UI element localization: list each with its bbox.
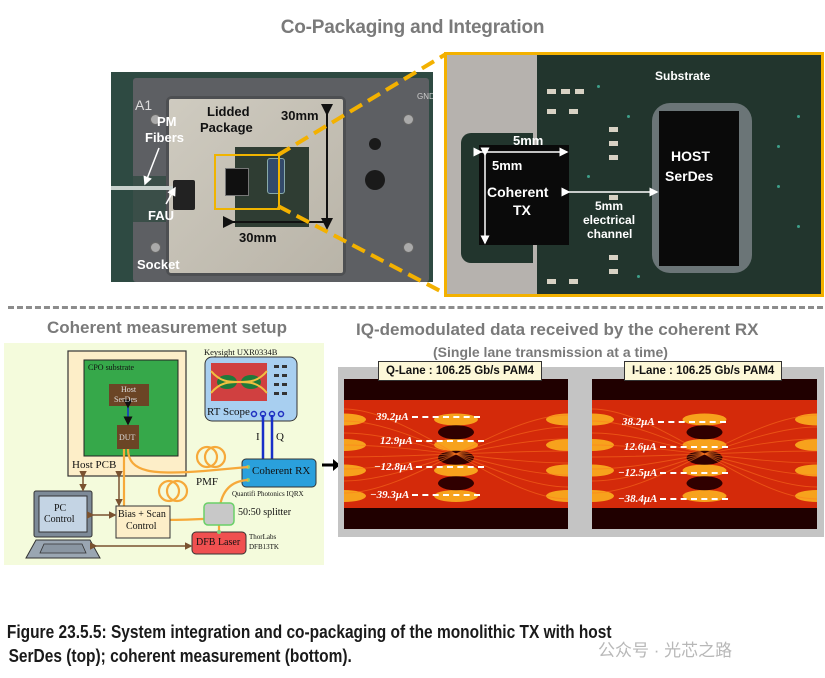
splitter-box [203, 502, 235, 526]
i-label: I [256, 431, 260, 443]
label-electrical: electrical [583, 213, 636, 227]
measurement-setup-diagram: Keysight UXR0334B RT Scope CPO substrate… [4, 343, 324, 565]
pointer-fau [165, 186, 176, 205]
eye-diagram-panel: Q-Lane : 106.25 Gb/s PAM4 39.2μA 12.9μA … [338, 361, 824, 537]
figure-caption: Figure 23.5.5: System integration and co… [0, 620, 710, 668]
mount-hole [365, 170, 385, 190]
label-tx-width: 5mm [513, 133, 544, 148]
screw-icon [150, 242, 161, 253]
label-substrate: Substrate [655, 69, 711, 83]
watermark: 公众号 · 光芯之路 [598, 641, 733, 660]
coherent-tx-die [479, 145, 569, 245]
coherent-rx-label: Coherent RX [252, 465, 311, 477]
label-coherent: Coherent [487, 184, 549, 200]
eye-diagram-i-lane [592, 379, 817, 529]
section-title-co-packaging: Co-Packaging and Integration [280, 17, 545, 38]
coherent-rx-box [241, 458, 317, 488]
pc-label: PC [54, 503, 67, 514]
dfb-laser-label: DFB Laser [196, 537, 241, 548]
host-pcb-label: Host PCB [72, 459, 117, 471]
label-a1: A1 [135, 97, 153, 113]
i-level-1: 38.2μA [622, 416, 726, 428]
section-divider [8, 306, 823, 309]
pmf-label: PMF [196, 476, 219, 488]
die-dimension-arrows [473, 147, 659, 245]
i-level-3: −12.5μA [618, 467, 729, 479]
q-level-4: −39.3μA [370, 489, 481, 501]
label-channel-length: 5mm [595, 199, 624, 213]
label-lidded: Lidded [207, 104, 250, 119]
bias-control-label: Control [126, 521, 157, 532]
rx-vendor-label: Quantifi Photonics IQRX [232, 490, 304, 498]
dut-label: DUT [119, 433, 136, 442]
eye-label-i-lane: I-Lane : 106.25 Gb/s PAM4 [624, 361, 783, 381]
pc-control-label: Control [44, 514, 75, 525]
scope-model: Keysight UXR0334B [204, 347, 278, 357]
laser-vendor-label: ThorLabs [249, 533, 277, 541]
label-channel: channel [587, 227, 633, 241]
serdes-label: SerDes [114, 395, 138, 404]
section-title-setup: Coherent measurement setup [47, 318, 287, 337]
dimension-arrows [143, 104, 333, 230]
rx-output-arrow [322, 459, 340, 471]
q-level-1: 39.2μA [376, 411, 480, 423]
bias-scan-box [115, 505, 171, 539]
tx-die [225, 168, 249, 196]
label-socket: Socket [137, 257, 180, 272]
eye-label-q-lane: Q-Lane : 106.25 Gb/s PAM4 [378, 361, 543, 381]
label-fau: FAU [148, 208, 174, 223]
label-package: Package [200, 120, 253, 135]
bias-scan-label: Bias + Scan [118, 509, 166, 520]
q-level-3: −12.8μA [374, 461, 485, 473]
splitter-label: 50:50 splitter [238, 507, 292, 518]
socket-photo: A1 PM Fibers FAU Socket Lidded Package 3… [111, 72, 433, 282]
q-label: Q [276, 431, 284, 443]
label-fibers: Fibers [145, 130, 185, 145]
host-label: Host [121, 385, 137, 394]
fau-block [173, 180, 195, 210]
label-dim-horizontal: 30mm [239, 230, 277, 245]
label-pm: PM [157, 114, 177, 129]
zoom-highlight-box [214, 154, 280, 210]
host-serdes-die [267, 158, 285, 194]
laser-model-label: DFB13TK [249, 543, 279, 551]
i-level-2: 12.6μA [624, 441, 728, 453]
caption-line-2: SerDes (top); coherent measurement (bott… [8, 646, 352, 666]
eye-diagram-q-lane [344, 379, 568, 529]
screw-icon [150, 114, 161, 125]
die-closeup-photo: Substrate 5mm 5mm Coherent TX HOST SerDe… [444, 52, 824, 297]
pointer-pm-fibers [143, 147, 160, 186]
label-host: HOST [671, 148, 710, 164]
section-subtitle-iq: (Single lane transmission at a time) [433, 344, 668, 360]
section-title-iq: IQ-demodulated data received by the cohe… [356, 320, 759, 339]
host-serdes-chip [659, 111, 739, 266]
host-serdes-box [109, 384, 149, 406]
pm-fibers [111, 186, 173, 190]
label-serdes: SerDes [665, 168, 714, 184]
scope-label: RT Scope [207, 406, 250, 418]
q-level-2: 12.9μA [380, 435, 484, 447]
i-level-4: −38.4μA [618, 493, 729, 505]
label-tx: TX [513, 202, 531, 218]
caption-line-1: Figure 23.5.5: System integration and co… [6, 622, 612, 642]
dut-box [117, 425, 139, 449]
cpo-substrate-label: CPO substrate [88, 363, 134, 372]
label-tx-height: 5mm [492, 158, 523, 173]
